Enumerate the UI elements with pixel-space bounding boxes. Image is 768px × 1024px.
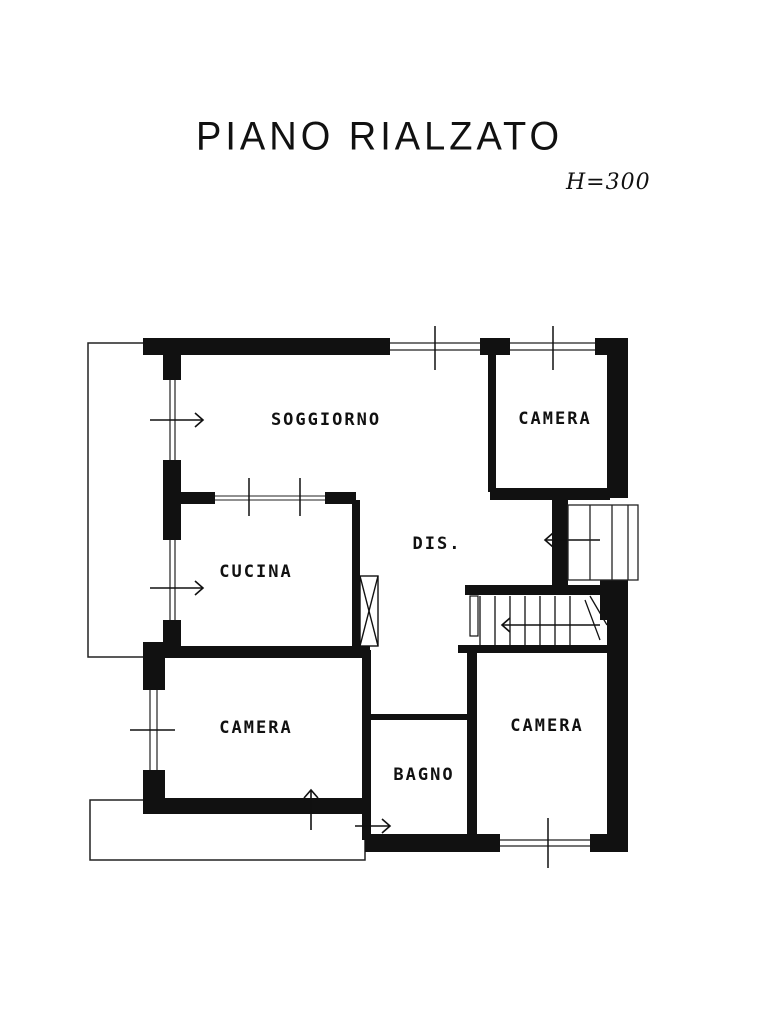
room-label-soggiorno: SOGGIORNO: [271, 410, 381, 430]
closet: [359, 575, 379, 647]
entrance-steps: [567, 504, 639, 581]
room-label-camera-right: CAMERA: [510, 716, 583, 736]
bottom-terrace: [89, 799, 366, 861]
staircase: [479, 595, 608, 645]
room-label-bagno: BAGNO: [393, 765, 454, 785]
windows: [143, 338, 595, 852]
room-label-dis: DIS.: [413, 534, 462, 554]
plan-title: PIANO RIALZATO: [196, 114, 564, 160]
stair-post: [469, 595, 479, 637]
ceiling-height-note: H=300: [566, 170, 651, 195]
left-terrace: [87, 342, 143, 658]
window-ticks: [130, 326, 554, 868]
room-label-cucina: CUCINA: [219, 562, 292, 582]
room-label-camera-left: CAMERA: [219, 718, 292, 738]
room-label-camera-top: CAMERA: [518, 409, 591, 429]
arrows: [150, 412, 600, 834]
